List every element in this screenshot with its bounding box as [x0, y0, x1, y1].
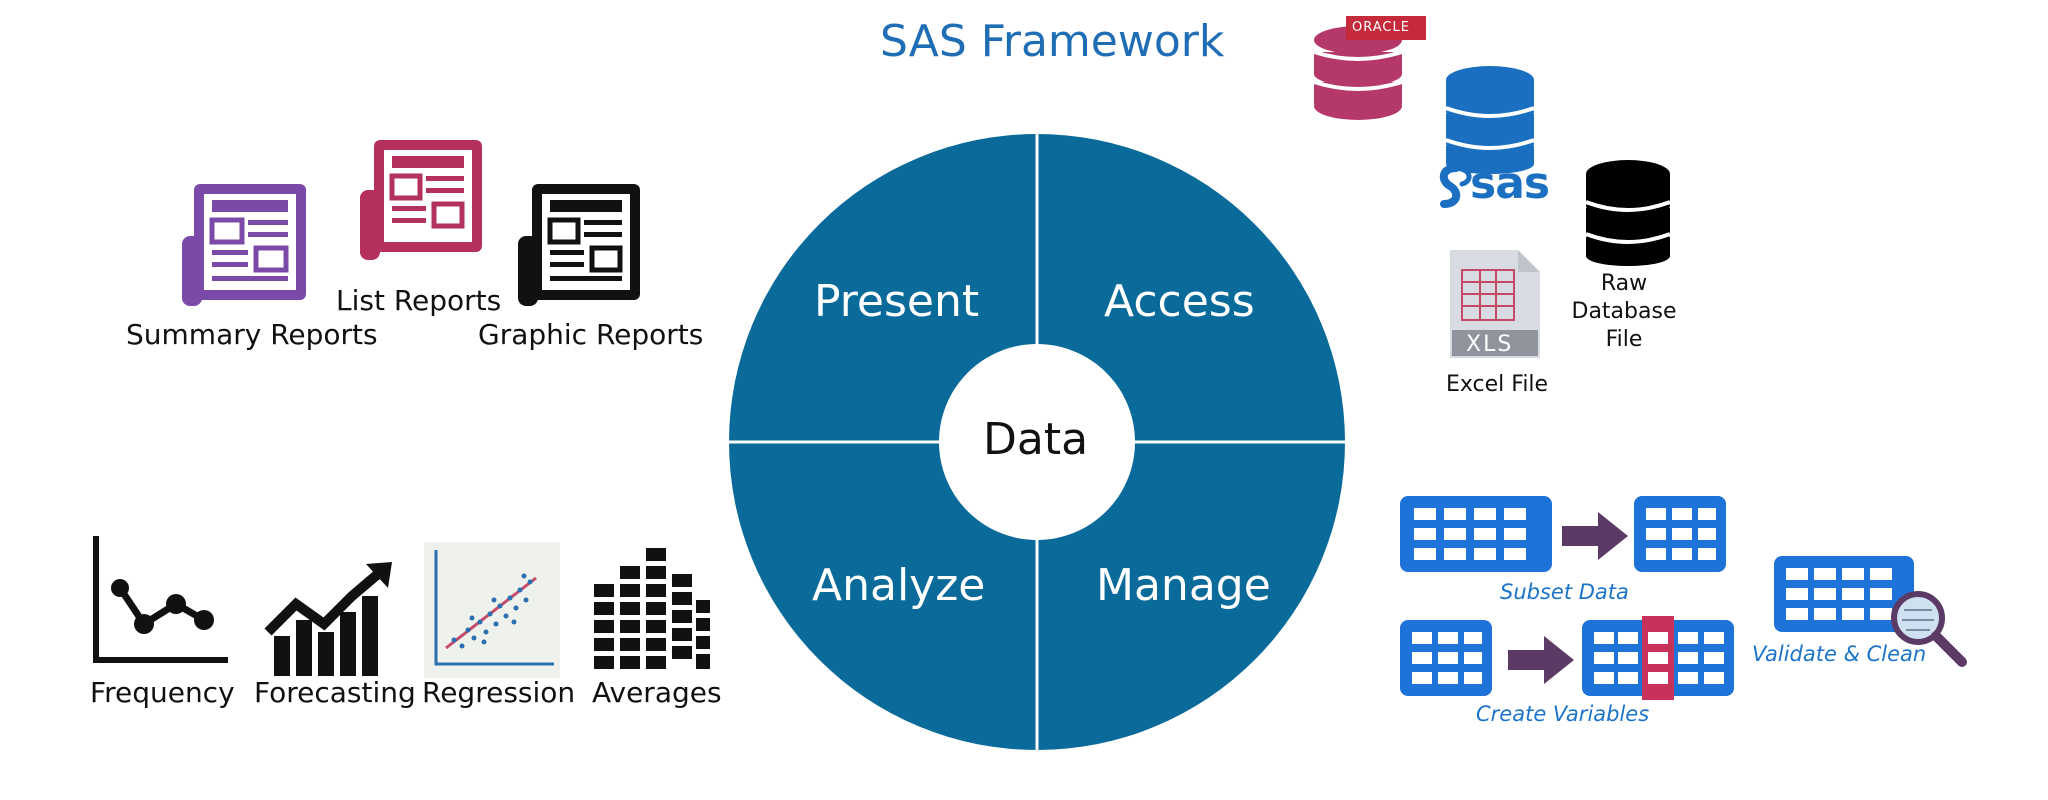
graphic-report-icon — [518, 184, 640, 306]
sas-database-icon — [1445, 66, 1535, 174]
raw-database-icon — [1585, 160, 1671, 266]
wheel-center-label: Data — [983, 414, 1089, 465]
validate-clean-label: Validate & Clean — [1752, 642, 1927, 666]
quadrant-analyze: Analyze — [812, 560, 986, 611]
quadrant-present: Present — [814, 276, 980, 327]
create-variables-label: Create Variables — [1476, 702, 1650, 726]
forecasting-label: Forecasting — [254, 676, 416, 709]
summary-reports-label: Summary Reports — [126, 318, 378, 351]
oracle-database-icon — [1313, 16, 1426, 120]
excel-file-icon — [1450, 250, 1540, 358]
averages-chart-icon — [594, 548, 710, 669]
subset-source-table-icon — [1400, 496, 1552, 572]
xls-badge-text: XLS — [1466, 332, 1514, 357]
create-arrow-icon — [1508, 636, 1574, 684]
raw-database-label: Raw Database File — [1571, 271, 1677, 352]
subset-arrow-icon — [1562, 512, 1628, 560]
create-source-table-icon — [1400, 620, 1492, 696]
sas-logo-text: sas — [1470, 158, 1550, 209]
frequency-label: Frequency — [90, 676, 235, 709]
magnifier-icon — [1891, 591, 1967, 667]
oracle-badge-text: ORACLE — [1352, 20, 1410, 35]
diagram-title: SAS Framework — [880, 16, 1225, 67]
summary-report-icon — [182, 184, 306, 306]
excel-file-label: Excel File — [1446, 372, 1549, 397]
subset-result-table-icon — [1634, 496, 1726, 572]
forecasting-chart-icon — [264, 562, 392, 676]
quadrant-access: Access — [1104, 276, 1255, 327]
create-result-table-icon — [1582, 616, 1734, 700]
subset-data-label: Subset Data — [1500, 580, 1629, 604]
averages-label: Averages — [592, 676, 722, 709]
wheel-hub — [939, 344, 1135, 540]
validate-table-icon — [1774, 556, 1914, 632]
list-report-icon — [360, 140, 482, 260]
list-reports-label: List Reports — [336, 284, 502, 317]
frequency-chart-icon — [93, 536, 228, 663]
regression-label: Regression — [422, 676, 576, 709]
quadrant-manage: Manage — [1096, 560, 1271, 611]
sas-logo-icon — [1439, 164, 1472, 208]
graphic-reports-label: Graphic Reports — [478, 318, 704, 351]
regression-chart-icon — [424, 542, 560, 678]
